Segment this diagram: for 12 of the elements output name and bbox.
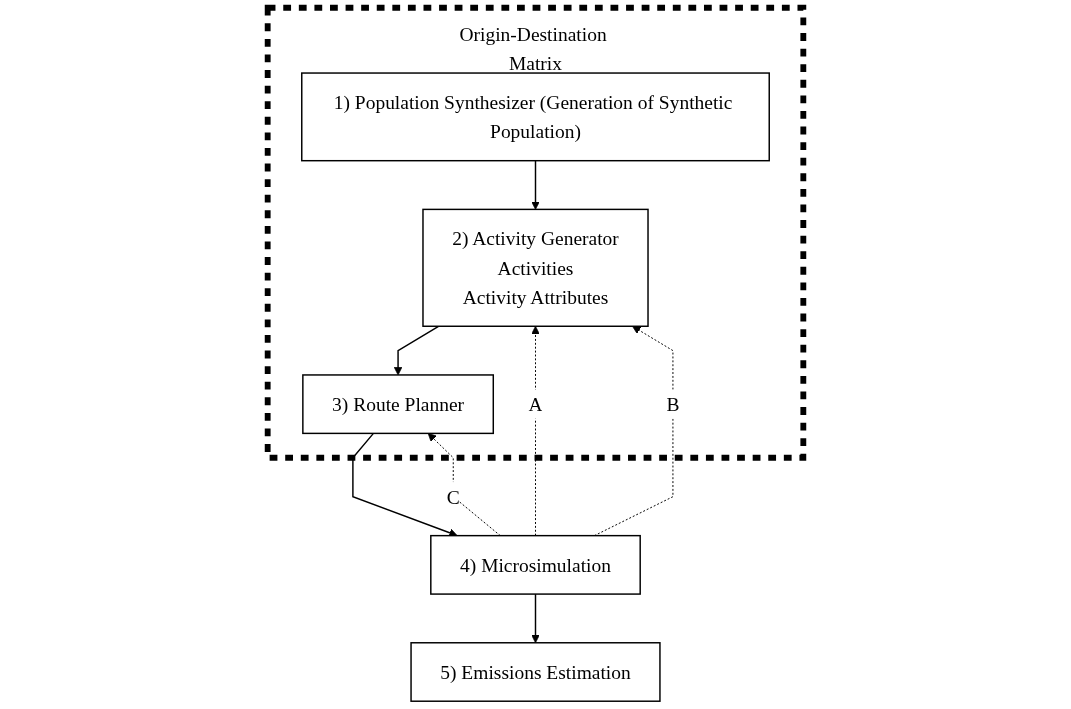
node-box: 2) Activity Generator Activities Activity Attributes [422,208,649,327]
arrow [393,325,440,376]
edge-label: C [446,485,460,508]
arrow [531,593,540,644]
node-box: 5) Emissions Estimation [410,642,661,702]
arrow [531,159,540,210]
arrow [352,432,458,537]
edge-label: A [528,393,543,415]
node-box: 1) Population Synthesizer (Generation of Synthetic Population) [301,72,770,162]
edge-label: B [666,393,680,415]
node-box: 4) Microsimulation [430,534,641,595]
node-box: 3) Route Planner [302,374,494,435]
